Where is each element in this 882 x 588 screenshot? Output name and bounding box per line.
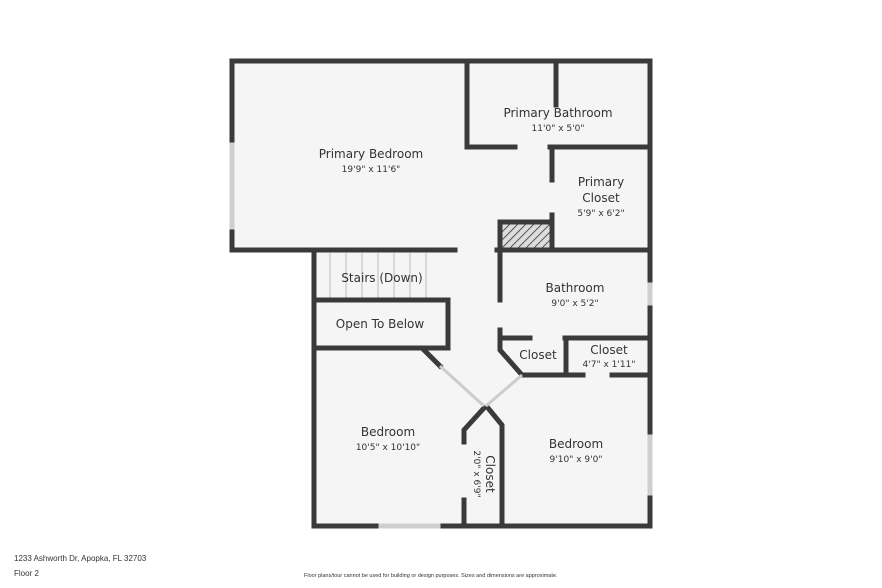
bedroom-left-size: 10'5" x 10'10" (356, 443, 420, 453)
primary-closet-label-1: Primary (578, 175, 624, 189)
open-to-below-label: Open To Below (336, 317, 425, 331)
closet-vertical-size: 2'0" x 6'9" (471, 450, 481, 497)
bedroom-right-label: Bedroom (549, 437, 603, 451)
upper-floor-area (232, 61, 650, 250)
windows (229, 140, 653, 529)
stairs-label: Stairs (Down) (341, 271, 422, 285)
primary-bathroom-size: 11'0" x 5'0" (532, 124, 585, 134)
primary-bedroom-label: Primary Bedroom (319, 147, 423, 161)
disclaimer: Floor plans/tour cannot be used for buil… (304, 573, 558, 579)
closet-right-size: 4'7" x 1'11" (583, 360, 636, 370)
door-swings (438, 364, 523, 408)
bathroom-size: 9'0" x 5'2" (551, 299, 598, 309)
bedroom-left-label: Bedroom (361, 425, 415, 439)
walls (229, 58, 653, 529)
primary-closet-size: 5'9" x 6'2" (577, 209, 624, 219)
floor-label: Floor 2 (14, 569, 39, 578)
stairs-treads (329, 253, 427, 298)
lower-floor-area (314, 250, 650, 526)
closet-small-label: Closet (519, 348, 557, 362)
bathroom-label: Bathroom (546, 281, 605, 295)
closet-vertical-label: Closet (483, 455, 497, 493)
primary-bathroom-label: Primary Bathroom (503, 106, 612, 120)
primary-bedroom-size: 19'9" x 11'6" (342, 165, 401, 175)
hatched-chase (501, 223, 551, 249)
bedroom-right-size: 9'10" x 9'0" (550, 455, 603, 465)
address: 1233 Ashworth Dr, Apopka, FL 32703 (14, 554, 147, 563)
primary-closet-label-2: Closet (582, 191, 620, 205)
closet-right-label: Closet (590, 343, 628, 357)
